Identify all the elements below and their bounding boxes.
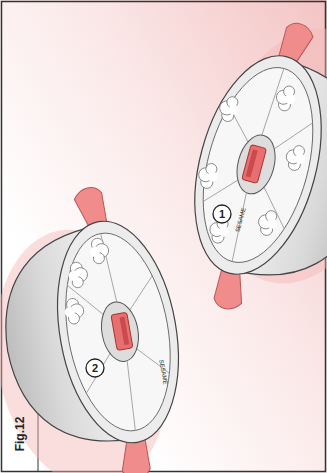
lid-marking: SESAME [158,359,168,385]
callout-number: 1 [219,209,225,220]
figure-label: Fig.12 [14,417,26,452]
callout-number: 2 [92,363,98,374]
lid-marking: SESAME [234,207,246,233]
